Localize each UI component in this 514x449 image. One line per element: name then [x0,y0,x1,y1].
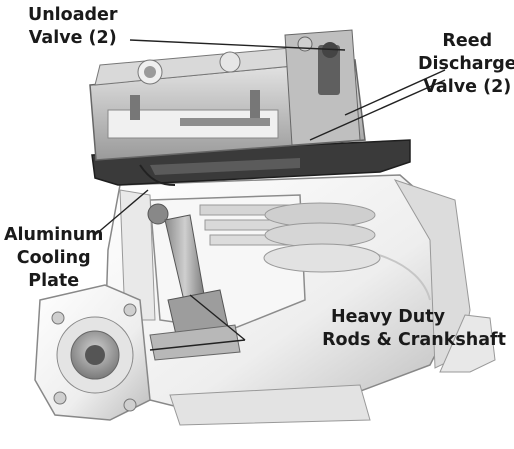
leader-lines [94,39,446,351]
unloader-valve-line-2: Valve (2) [28,28,117,48]
cooling-plate-line-1: Aluminum [4,225,104,245]
rods-crankshaft-label: Heavy Duty Rods & Crankshaft [250,306,506,352]
reed-discharge-line-3: Valve (2) [423,77,512,97]
unloader-leader [129,39,346,51]
front-flange [34,284,151,421]
aluminum-cooling-plate-label: Aluminum Cooling Plate [4,224,103,293]
rods-leader [189,294,246,341]
crankshaft-leader [149,339,246,351]
discharge-leader-1 [344,69,446,116]
cooling-plate-line-2: Cooling [16,248,91,268]
discharge-leader-2 [309,79,446,141]
cooling-plate-line-3: Plate [28,271,80,291]
heavy-duty-line: Heavy Duty [331,307,445,327]
unloader-valve-label: Unloader Valve (2) [28,4,118,50]
rods-crankshaft-line: Rods & Crankshaft [322,330,506,350]
reed-discharge-line-1: Reed [442,31,493,51]
reed-discharge-valve-label: Reed Discharge Valve (2) [418,30,514,99]
connecting-rod [147,203,241,361]
reed-discharge-line-2: Discharge [418,54,514,74]
cylinder-head [89,29,366,161]
cooling-plate-leader [94,189,149,236]
unloader-valve-line-1: Unloader [28,5,118,25]
